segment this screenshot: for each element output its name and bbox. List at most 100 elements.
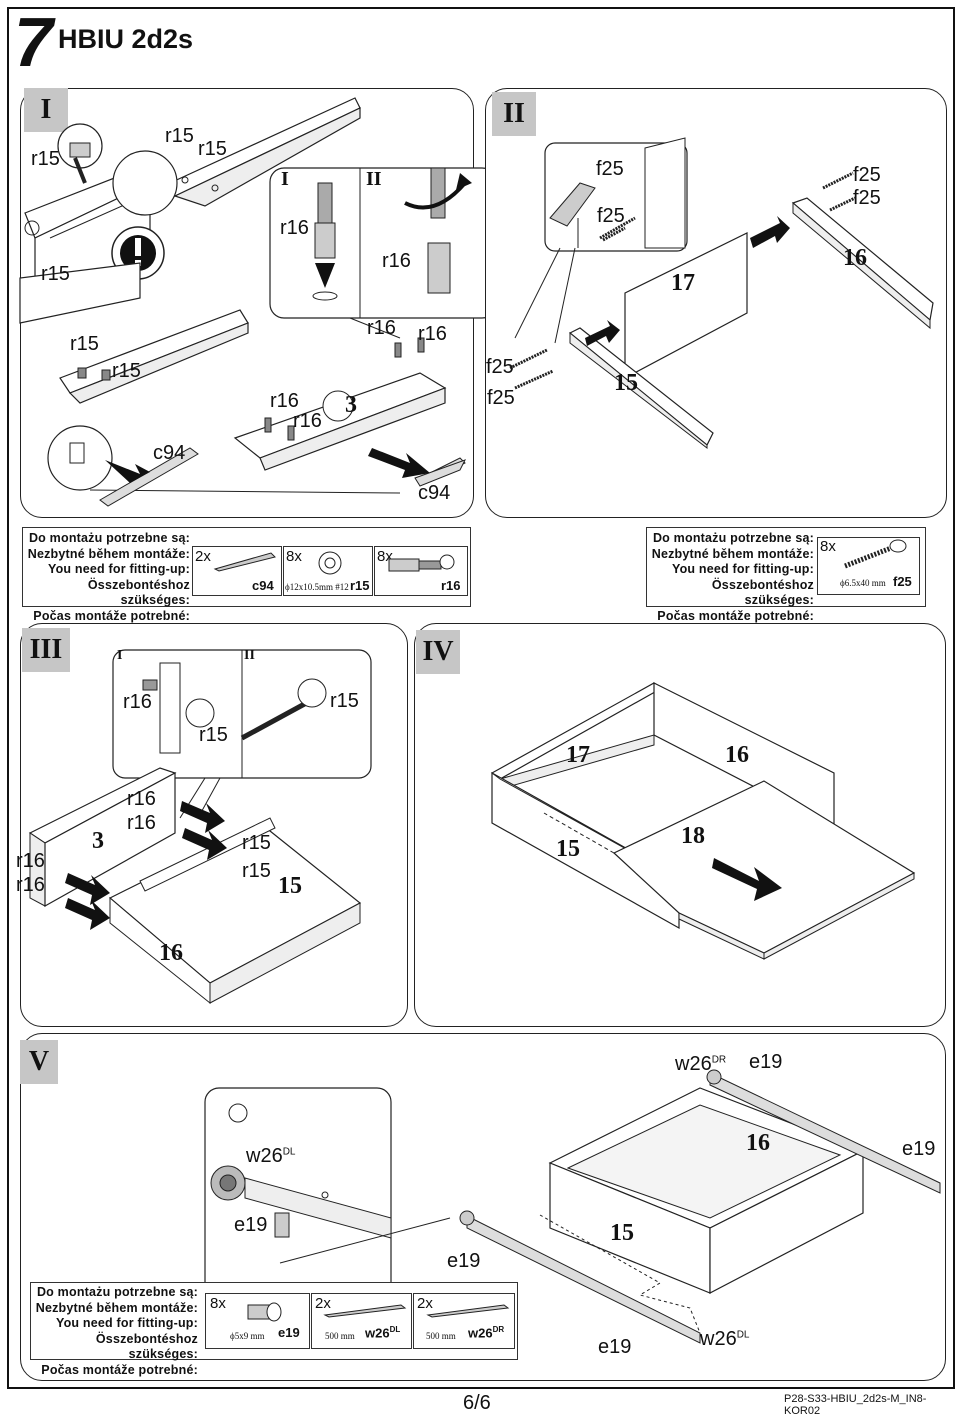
callout-e19: e19	[902, 1138, 936, 1160]
callout-r15: r15	[41, 263, 70, 285]
heading-en: You need for fitting-up:	[55, 1316, 198, 1330]
page-title: HBIU 2d2s	[58, 24, 194, 54]
heading-en: You need for fitting-up:	[47, 562, 190, 576]
part-code: c94	[252, 578, 274, 593]
heading-cz: Nezbytné během montáže:	[651, 546, 814, 561]
section-iii-drawing	[28, 649, 372, 1005]
callout-r16: r16	[367, 317, 396, 339]
panel-number-16: 16	[159, 940, 183, 966]
part-code: f25	[893, 574, 912, 589]
callout-f25: f25	[486, 356, 514, 378]
part-w26dr-box	[413, 1293, 515, 1349]
part-code: r15	[350, 578, 370, 593]
panel-number-16: 16	[725, 742, 749, 768]
heading-cz: Nezbytné během montáže:	[35, 1300, 198, 1315]
dr-sup: DR	[711, 1054, 727, 1066]
panel-number-15: 15	[610, 1220, 634, 1246]
part-code-text: w26	[468, 1325, 493, 1341]
callout-r15: r15	[242, 860, 271, 882]
heading-sk: Počas montáže potrebné:	[657, 608, 814, 623]
panel-number-17: 17	[566, 742, 590, 768]
section-v-drawing	[204, 1069, 941, 1344]
step-number: 7	[14, 3, 53, 81]
callout-f25: f25	[597, 205, 625, 227]
heading-pl: Do montażu potrzebne są:	[652, 531, 814, 545]
callout-r15: r15	[199, 724, 228, 746]
panel-number-17: 17	[671, 270, 695, 296]
callout-w26-dl: w26DL	[700, 1328, 750, 1351]
part-dim: ϕ12x10.5mm #12	[285, 582, 349, 592]
callout-r15: r15	[112, 360, 141, 382]
part-code-sup: DR	[492, 1325, 505, 1334]
heading-en: You need for fitting-up:	[671, 562, 814, 576]
part-dim: ϕ6.5x40 mm	[840, 578, 886, 588]
w26-label: w26	[675, 1053, 712, 1075]
dowel-icon	[388, 554, 455, 572]
callout-e19: e19	[598, 1336, 632, 1358]
sub-label-ii: II	[366, 168, 382, 190]
panel-number-18: 18	[681, 823, 705, 849]
part-qty: 8x	[820, 538, 836, 555]
sub-label-i: I	[117, 648, 123, 663]
callout-r16: r16	[270, 390, 299, 412]
section-i-label: I	[24, 88, 68, 132]
part-e19-box	[205, 1293, 310, 1349]
page-border	[7, 7, 955, 1389]
w26-label: w26	[700, 1328, 737, 1350]
section-v-label: V	[20, 1040, 58, 1084]
callout-r15: r15	[70, 333, 99, 355]
dl-sup: DL	[282, 1146, 296, 1158]
part-code: r16	[441, 578, 461, 593]
part-qty: 8x	[286, 548, 302, 565]
callout-r15: r15	[242, 832, 271, 854]
sub-label-ii: II	[244, 648, 255, 663]
panel-number-15: 15	[614, 370, 638, 396]
callout-c94: c94	[418, 482, 451, 504]
section-i-drawing	[19, 97, 497, 507]
heading-sk: Počas montáže potrebné:	[41, 1362, 198, 1377]
drawer-slide-icon	[323, 1304, 407, 1318]
heading-pl: Do montażu potrzebne są:	[28, 531, 190, 545]
parts-heading: Do montażu potrzebne są: Nezbytné během …	[24, 531, 190, 624]
callout-r16: r16	[16, 850, 45, 872]
part-code: w26DL	[365, 1325, 400, 1340]
screw-e19-icon	[247, 1302, 282, 1322]
callout-r15: r15	[165, 125, 194, 147]
part-qty: 2x	[315, 1295, 331, 1312]
panel-number-3: 3	[92, 828, 104, 854]
section-iv-label: IV	[416, 630, 460, 674]
callout-r15: r15	[330, 690, 359, 712]
callout-c94: c94	[153, 442, 186, 464]
callout-r15: r15	[31, 148, 60, 170]
heading-pl: Do montażu potrzebne są:	[36, 1285, 198, 1299]
page-number: 6/6	[463, 1392, 491, 1414]
part-dim: 500 mm	[325, 1331, 355, 1341]
callout-r15: r15	[198, 138, 227, 160]
part-code-sup: DL	[389, 1325, 401, 1334]
w26-label: w26	[246, 1145, 283, 1167]
callout-w26-dl: w26DL	[246, 1145, 296, 1168]
heading-hu: Összebontéshoz szükséges:	[95, 1331, 198, 1362]
part-dim: 500 mm	[426, 1331, 456, 1341]
callout-e19: e19	[234, 1214, 268, 1236]
cam-fitting-icon	[318, 551, 342, 575]
callout-r16: r16	[16, 874, 45, 896]
section-ii-label: II	[492, 92, 536, 136]
callout-e19: e19	[749, 1051, 783, 1073]
callout-w26-dr: w26DR	[675, 1053, 726, 1076]
callout-r16: r16	[127, 812, 156, 834]
part-w26dl-box	[311, 1293, 412, 1349]
drawer-runner-icon	[213, 552, 276, 572]
heading-sk: Počas montáže potrebné:	[33, 608, 190, 623]
panel-number-3: 3	[345, 392, 357, 418]
part-code-text: w26	[365, 1325, 390, 1341]
panel-number-15: 15	[556, 836, 580, 862]
parts-heading: Do montażu potrzebne są: Nezbytné během …	[32, 1285, 198, 1378]
panel-number-15: 15	[278, 873, 302, 899]
callout-r16: r16	[280, 217, 309, 239]
dl-sup: DL	[736, 1329, 750, 1341]
part-qty: 2x	[417, 1295, 433, 1312]
part-dim: ϕ5x9 mm	[230, 1331, 265, 1341]
callout-r16: r16	[127, 788, 156, 810]
part-code: w26DR	[468, 1325, 504, 1340]
